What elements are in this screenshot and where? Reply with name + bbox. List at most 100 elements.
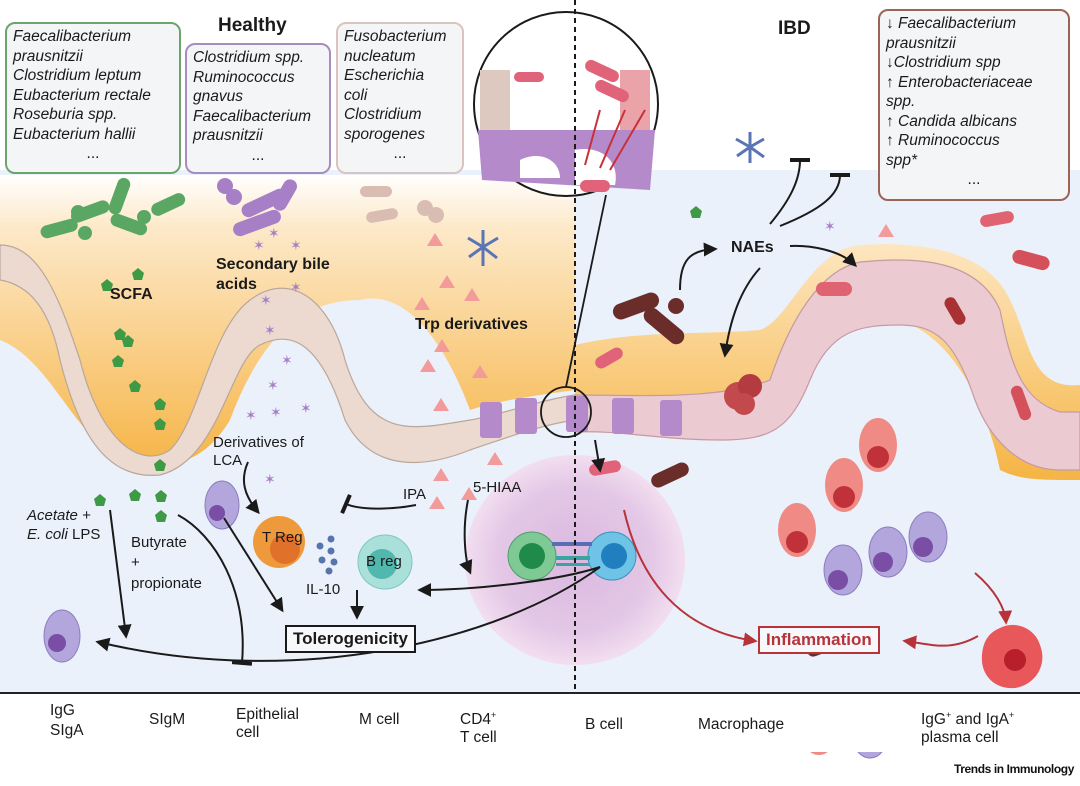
secondary-bile-acids-label-2: acids — [216, 276, 257, 293]
species-line: prausnitzii — [886, 34, 956, 52]
lps-text: LPS — [67, 526, 101, 543]
svg-text:✶: ✶ — [300, 401, 312, 417]
commensal-bacteria-green — [40, 177, 186, 240]
more-ellipsis: ... — [86, 145, 100, 162]
derivatives-lca-label-1: Derivatives of — [213, 434, 304, 451]
species-line: ↓ Faecalibacterium — [886, 15, 1017, 32]
species-line: Clostridium leptum — [13, 67, 142, 84]
more-ellipsis: ... — [967, 171, 981, 188]
svg-text:✶: ✶ — [260, 293, 272, 309]
ibd-title: IBD — [778, 18, 811, 39]
cd4-t-cell — [507, 531, 557, 581]
legend-igg-label: IgG — [50, 702, 75, 719]
treg-label: T Reg — [262, 529, 303, 546]
sigm-icon — [467, 132, 765, 266]
svg-text:✶: ✶ — [824, 219, 836, 235]
iga-plasma-cells — [823, 511, 948, 596]
butyrate-label-1: Butyrate — [131, 534, 187, 551]
species-line: prausnitzii — [193, 127, 263, 144]
legend-cd4-sup: + — [491, 710, 497, 720]
species-line: Clostridium spp. — [193, 49, 305, 66]
svg-text:✶: ✶ — [290, 280, 302, 296]
butyrate-label-3: propionate — [131, 575, 202, 592]
svg-text:✶: ✶ — [267, 378, 279, 394]
species-line: gnavus — [193, 88, 243, 105]
nae-label: NAEs — [731, 239, 774, 256]
species-line: Roseburia spp. — [13, 106, 118, 123]
species-line: ↑ Ruminococcus — [886, 132, 1000, 149]
e-coli-text: E. coli — [27, 526, 68, 543]
butyrate-label-2: + — [131, 554, 140, 571]
m-cells — [480, 396, 682, 438]
species-line: Faecalibacterium — [13, 28, 132, 45]
healthy-title: Healthy — [218, 15, 287, 36]
more-ellipsis: ... — [251, 146, 265, 164]
species-line: ↑ Candida albicans — [886, 112, 1017, 130]
legend-epithelial-line-2: cell — [236, 724, 260, 741]
il10-dots — [316, 535, 338, 575]
species-line: ↓Clostridium spp — [886, 54, 1001, 71]
legend-epithelial-label: Epithelial cell — [236, 706, 299, 742]
legend-macrophage-label: Macrophage — [698, 716, 785, 733]
treg-cell — [253, 516, 305, 568]
healthy-microbiota-box-3: Fusobacterium nucleatum Escherichia coli… — [336, 22, 464, 174]
species-line: coli — [344, 86, 368, 104]
derivatives-lca-label-2: LCA — [213, 452, 243, 469]
legend-plasma-cell-text: plasma cell — [921, 729, 999, 747]
species-line: Eubacterium hallii — [13, 125, 136, 143]
legend-siga-label: SIgA — [50, 722, 84, 739]
tolerogenicity-box: Tolerogenicity — [285, 625, 416, 653]
legend-epithelial-line-1: Epithelial — [236, 706, 299, 723]
plasma-cell — [43, 609, 81, 663]
species-line: Fusobacterium — [344, 28, 447, 45]
zoom-inset — [473, 11, 659, 197]
species-line: nucleatum — [344, 47, 416, 65]
legend-plasma-cell-label: IgG+ and IgA+ plasma cell — [921, 706, 1014, 747]
inflammation-arrows — [623, 509, 1013, 650]
species-line: sporogenes — [344, 125, 426, 143]
ibd-microbiota-box: ↓ Faecalibacterium prausnitzii ↓Clostrid… — [878, 9, 1070, 201]
species-line: Escherichia — [344, 67, 425, 84]
species-line: spp. — [886, 93, 916, 110]
pathway-arrows — [95, 157, 857, 666]
svg-text:✶: ✶ — [270, 405, 282, 421]
5-hiaa-label: 5-HIAA — [473, 479, 522, 496]
ipa-label: IPA — [403, 486, 427, 503]
plasma-cell — [204, 480, 240, 530]
legend-b-cell-label: B cell — [585, 716, 623, 733]
candida-cluster — [724, 374, 762, 415]
healthy-microbiota-box-1: Faecalibacterium prausnitzii Clostridium… — [5, 22, 181, 174]
svg-text:✶: ✶ — [264, 323, 276, 339]
callout-line — [565, 194, 607, 388]
legend-igg-sup: + — [945, 710, 952, 720]
species-line: prausnitzii — [13, 47, 83, 65]
inflammation-box: Inflammation — [758, 626, 880, 654]
legend-igg-text: IgG — [921, 711, 946, 729]
pathobiont-bacteria — [360, 186, 444, 223]
scfa-molecules — [94, 206, 702, 522]
svg-text:✶: ✶ — [253, 238, 265, 254]
svg-text:✶: ✶ — [264, 472, 276, 488]
species-line: Eubacterium rectale — [13, 86, 151, 104]
svg-text:✶: ✶ — [268, 226, 280, 242]
species-line: Clostridium — [344, 106, 422, 123]
legend-m-cell-label: M cell — [359, 711, 400, 728]
igg-plasma-cells — [778, 418, 897, 557]
legend — [0, 692, 1080, 752]
breg-label: B reg — [366, 553, 402, 570]
legend-cd4-text: CD4 — [460, 711, 492, 729]
species-line: spp* — [886, 151, 918, 169]
legend-and-iga-text: and IgA — [951, 711, 1009, 729]
bile-acid-molecules: ✶✶✶ ✶✶✶ ✶✶✶ ✶✶✶ ✶ — [245, 219, 836, 488]
legend-t-cell-text: T cell — [460, 729, 497, 747]
healthy-microbiota-box-2: Clostridium spp. Ruminococcus gnavus Fae… — [185, 43, 331, 174]
acetate-label-1: Acetate + — [27, 507, 91, 524]
species-line: ↑ Enterobacteriaceae — [886, 73, 1033, 91]
b-cell — [587, 531, 637, 581]
macrophage — [981, 624, 1043, 689]
svg-text:✶: ✶ — [290, 238, 302, 254]
journal-credit: Trends in Immunology — [953, 762, 1074, 776]
svg-text:✶: ✶ — [281, 353, 293, 369]
breg-cell — [357, 534, 413, 590]
